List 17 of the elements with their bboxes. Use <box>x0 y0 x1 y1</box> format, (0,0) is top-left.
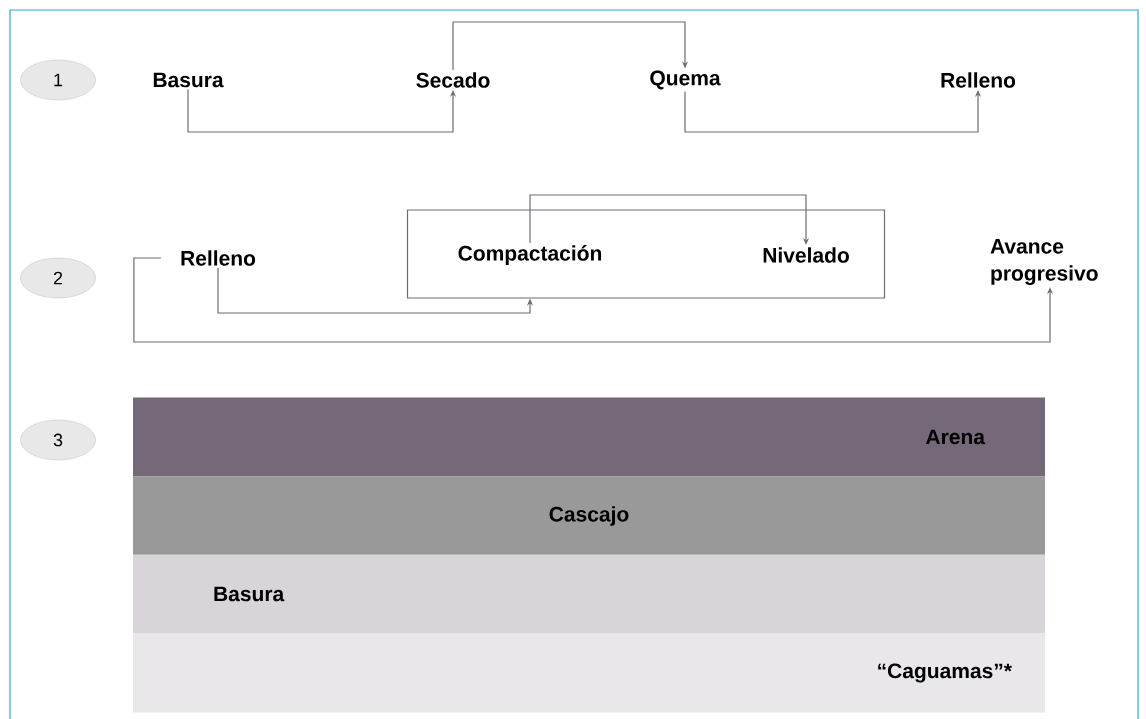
layer-band: Cascajo <box>133 476 1045 556</box>
step-label: Compactación <box>458 245 602 265</box>
number-badge: 3 <box>20 419 96 461</box>
number-badge: 1 <box>20 59 96 101</box>
arrow <box>452 21 689 71</box>
layer-band: Arena <box>133 397 1045 477</box>
step-label: Quema <box>650 70 721 90</box>
layer-band: “Caguamas”* <box>133 633 1045 713</box>
step-label: Basura <box>153 72 224 88</box>
layer-band: Basura <box>133 554 1045 634</box>
step-label: Nivelado <box>763 247 849 263</box>
step-label: Relleno <box>181 250 256 266</box>
step-label: Avance progresivo <box>990 239 1098 285</box>
step-label: Relleno <box>941 72 1016 88</box>
group-box <box>406 209 886 299</box>
step-label: Secado <box>416 72 490 88</box>
number-badge: 2 <box>20 257 96 299</box>
